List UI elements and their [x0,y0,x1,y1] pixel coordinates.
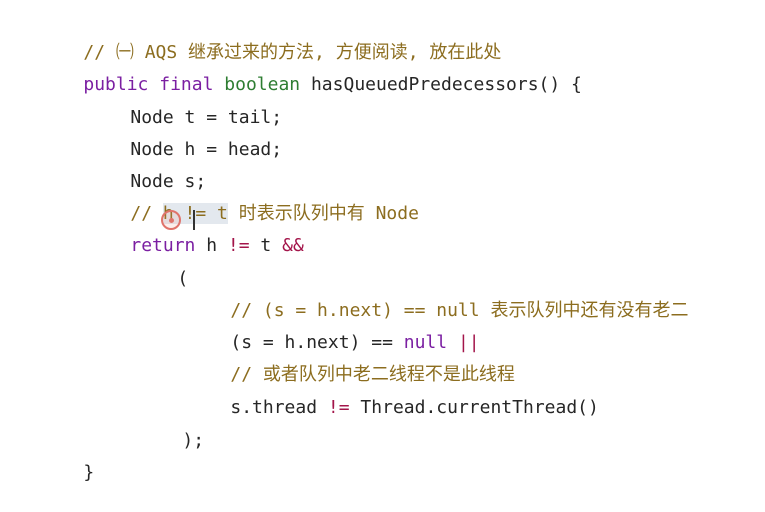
comment-text: // 或者队列中老二线程不是此线程 [230,364,515,385]
comment-text: // ㈠ AQS 继承过来的方法, 方便阅读, 放在此处 [83,42,502,63]
code-line-12: s.thread != Thread.currentThread() [187,369,598,418]
code-line-2: public final boolean hasQueuedPredecesso… [40,46,582,95]
method-signature: hasQueuedPredecessors() { [310,74,582,95]
code-line-7: return h != t && [87,207,303,256]
comment-text: // (s = h.next) == null 表示队列中还有没有老二 [230,300,689,321]
type-boolean: boolean [224,74,301,95]
code-line-6: // h != t 时表示队列中有 Node [87,175,419,224]
keyword-return: return [130,235,196,256]
code-line-13: ); [139,402,204,451]
code-line-5: Node s; [87,143,206,192]
code-line-11: // 或者队列中老二线程不是此线程 [187,336,515,385]
comment-suffix: 时表示队列中有 Node [227,203,419,224]
method-call: Thread.currentThread() [349,397,599,418]
code-editor[interactable]: // ㈠ AQS 继承过来的方法, 方便阅读, 放在此处 public fina… [0,0,765,483]
operand-t: t [249,235,283,256]
expression-text: (s = h.next) == [230,332,404,353]
comment-prefix: // [130,203,163,224]
keyword-final: final [159,74,214,95]
statement-text: Node t = tail; [130,107,283,128]
code-line-10: (s = h.next) == null || [187,304,479,353]
close-paren: ); [182,430,205,451]
statement-text: Node h = head; [130,139,283,160]
code-line-4: Node h = head; [87,111,282,160]
code-line-9: // (s = h.next) == null 表示队列中还有没有老二 [187,272,688,321]
open-paren: ( [177,268,189,289]
code-line-1: // ㈠ AQS 继承过来的方法, 方便阅读, 放在此处 [40,14,501,63]
code-line-14: } [40,434,94,483]
operator-or: || [447,332,480,353]
mouse-click-indicator [161,210,181,230]
expression-text: s.thread [230,397,328,418]
keyword-public: public [83,74,149,95]
operator-not-equal: != [327,397,350,418]
keyword-null: null [403,332,448,353]
text-cursor [193,210,195,230]
statement-text: Node s; [130,171,207,192]
operator-not-equal: != [227,235,250,256]
code-line-8: ( [134,240,188,289]
operator-and: && [282,235,304,256]
close-brace: } [83,462,95,483]
operand-h: h [195,235,228,256]
code-line-3: Node t = tail; [87,79,282,128]
